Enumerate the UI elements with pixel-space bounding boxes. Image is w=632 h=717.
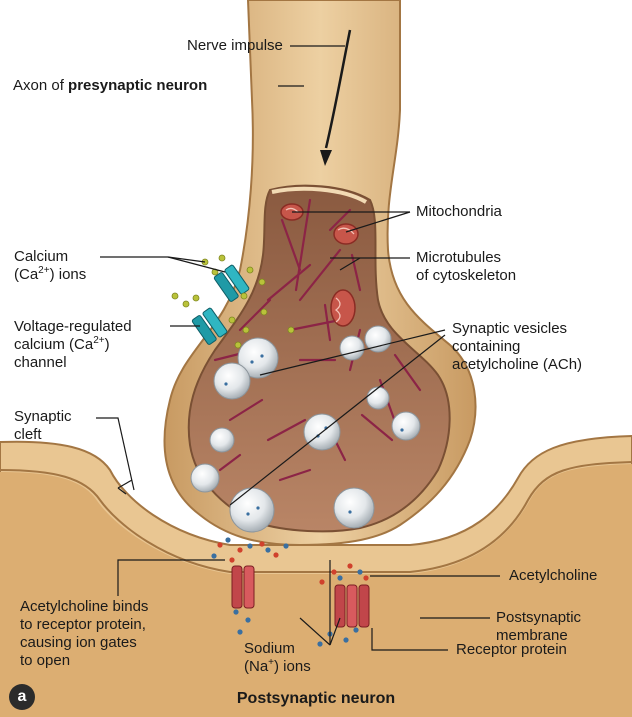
label-cleft-line1: Synaptic — [14, 408, 72, 425]
label-binds-line1: Acetylcholine binds — [20, 598, 148, 615]
label-vrc-line2a: calcium (Ca — [14, 336, 93, 353]
label-postsyn-line1: Postsynaptic — [496, 609, 581, 626]
label-binds-line3: causing ion gates — [20, 634, 137, 651]
label-calcium-line1: Calcium — [14, 248, 68, 265]
label-axon-bold: presynaptic neuron — [68, 77, 207, 94]
label-microtubules-line2: of cytoskeleton — [416, 267, 516, 284]
label-calcium-sup: 2+ — [38, 265, 49, 276]
label-axon: Axon of presynaptic neuron — [13, 77, 207, 95]
label-sodium-line2b: ) ions — [274, 658, 311, 675]
label-nerve-impulse: Nerve impulse — [187, 37, 283, 55]
label-microtubules-line1: Microtubules — [416, 249, 501, 266]
label-binds-line2: to receptor protein, — [20, 616, 146, 633]
label-vesicles-line2: containing — [452, 338, 520, 355]
label-vrc-line2b: ) — [105, 336, 110, 353]
label-calcium-line2a: (Ca — [14, 266, 38, 283]
label-postsynaptic-neuron: Postsynaptic neuron — [0, 690, 632, 708]
label-mitochondria: Mitochondria — [416, 203, 502, 221]
label-cleft-line2: cleft — [14, 426, 42, 443]
label-calcium-ions: Calcium(Ca2+) ions — [14, 248, 86, 284]
label-vesicles-line1: Synaptic vesicles — [452, 320, 567, 337]
label-vrc-line3: channel — [14, 354, 67, 371]
label-receptor-protein: Receptor protein — [456, 641, 567, 659]
label-sodium-line2a: (Na — [244, 658, 268, 675]
label-axon-prefix: Axon of — [13, 77, 68, 94]
label-binds-line4: to open — [20, 652, 70, 669]
label-sodium-line1: Sodium — [244, 640, 295, 657]
label-vrc-sup: 2+ — [93, 335, 104, 346]
label-acetylcholine: Acetylcholine — [509, 567, 597, 585]
label-sodium-ions: Sodium(Na+) ions — [244, 640, 311, 676]
label-vesicles-line3: acetylcholine (ACh) — [452, 356, 582, 373]
label-vrc-line1: Voltage-regulated — [14, 318, 132, 335]
label-calcium-line2b: ) ions — [50, 266, 87, 283]
